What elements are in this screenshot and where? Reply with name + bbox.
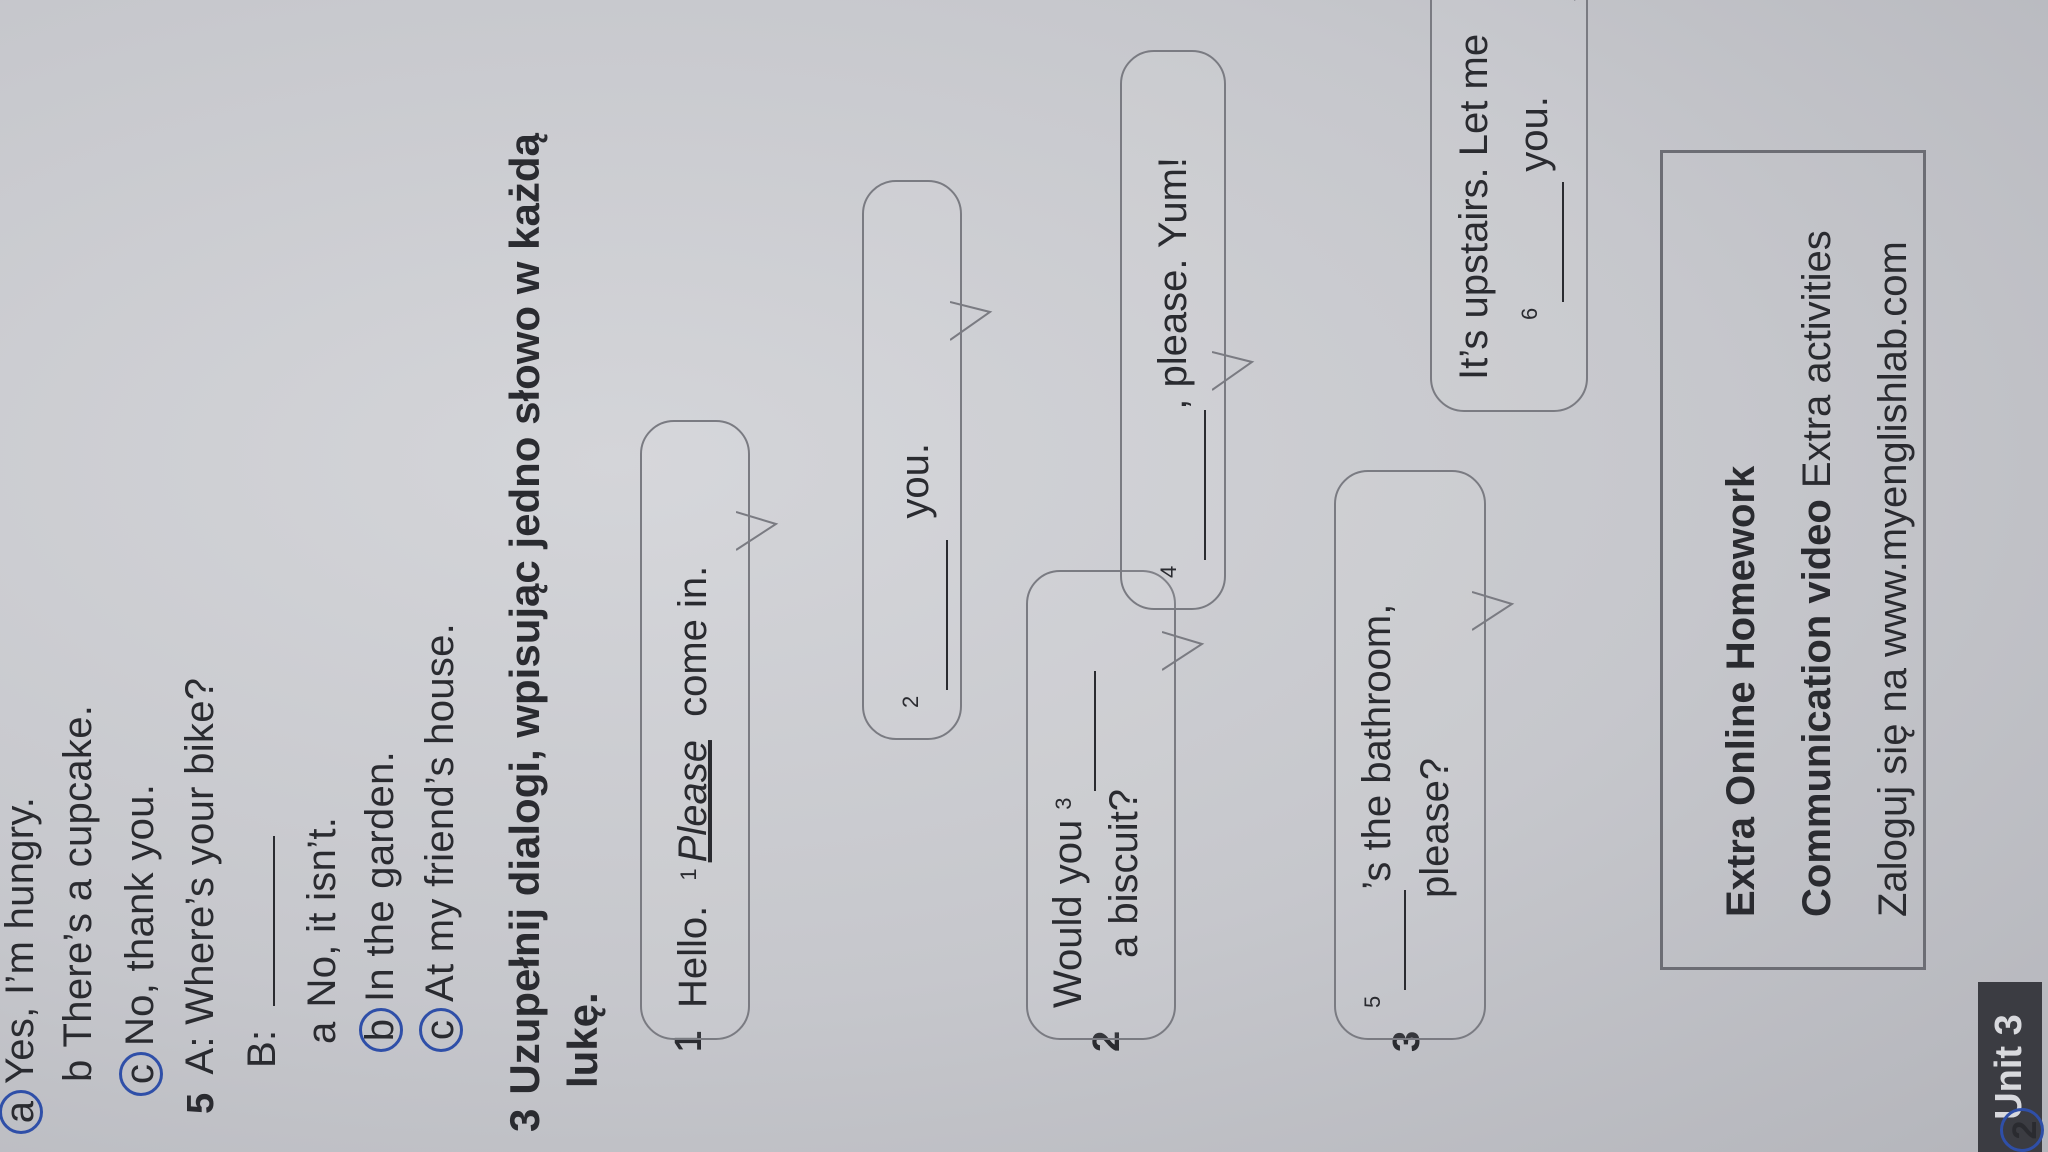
- page-number-badge: 2: [2000, 1108, 2044, 1152]
- answer-blank: [1058, 671, 1096, 792]
- option-a-isnt: aNo, it isn’t.: [300, 816, 344, 1044]
- option-b-cupcake: bThere’s a cupcake.: [56, 704, 100, 1082]
- dialogue-1-bubble-a: Hello. 1Please come in.: [640, 420, 750, 1040]
- dialogue-3-bubble-a: 5’s the bathroom, please?: [1334, 470, 1486, 1040]
- filled-answer: Please: [671, 740, 715, 863]
- answer-blank: [1368, 889, 1406, 990]
- option-a-hungry: aYes, I’m hungry.: [0, 797, 43, 1134]
- dialogue-2-bubble-a: Would you3 a biscuit?: [1026, 570, 1176, 1040]
- dialogue-2-bubble-b: 4, please. Yum!: [1120, 50, 1226, 610]
- bubble-tail: [1574, 0, 1617, 1]
- option-c-no-thank-you: cNo, thank you.: [118, 784, 163, 1096]
- answer-blank: [1526, 181, 1564, 302]
- answer-blank: [1168, 409, 1206, 560]
- answer-circle: b: [358, 1008, 403, 1052]
- exercise-3-instruction: 3Uzupełnij dialogi, wpisując jedno słowo…: [501, 133, 606, 1132]
- bubble-tail: [1162, 631, 1205, 671]
- homework-login-line: Zaloguj się na www.myenglishlab.com: [1871, 241, 1915, 917]
- answer-circle: c: [118, 1052, 163, 1096]
- homework-video-line: Communication video Extra activities: [1795, 230, 1839, 917]
- question-5-answer-line: B:: [240, 836, 285, 1114]
- dialogue-3-bubble-b: It’s upstairs. Let me 6you.: [1430, 0, 1588, 412]
- answer-circle: c: [418, 1008, 463, 1052]
- answer-blank: [273, 836, 275, 1007]
- option-b-garden: bIn the garden.: [358, 751, 403, 1052]
- option-c-friends-house: cAt my friend’s house.: [418, 623, 463, 1052]
- homework-title: Extra Online Homework: [1719, 465, 1763, 917]
- dialogue-1-bubble-b: 2 you.: [862, 180, 962, 740]
- bubble-tail: [950, 301, 993, 341]
- bubble-tail: [1212, 351, 1255, 391]
- bubble-tail: [736, 511, 779, 551]
- bubble-tail: [1472, 591, 1515, 631]
- question-5: 5A: Where’s your bike?: [178, 677, 222, 1114]
- answer-circle: a: [0, 1090, 43, 1134]
- answer-blank: [910, 539, 948, 690]
- extra-homework-box: Extra Online Homework Communication vide…: [1660, 150, 1926, 970]
